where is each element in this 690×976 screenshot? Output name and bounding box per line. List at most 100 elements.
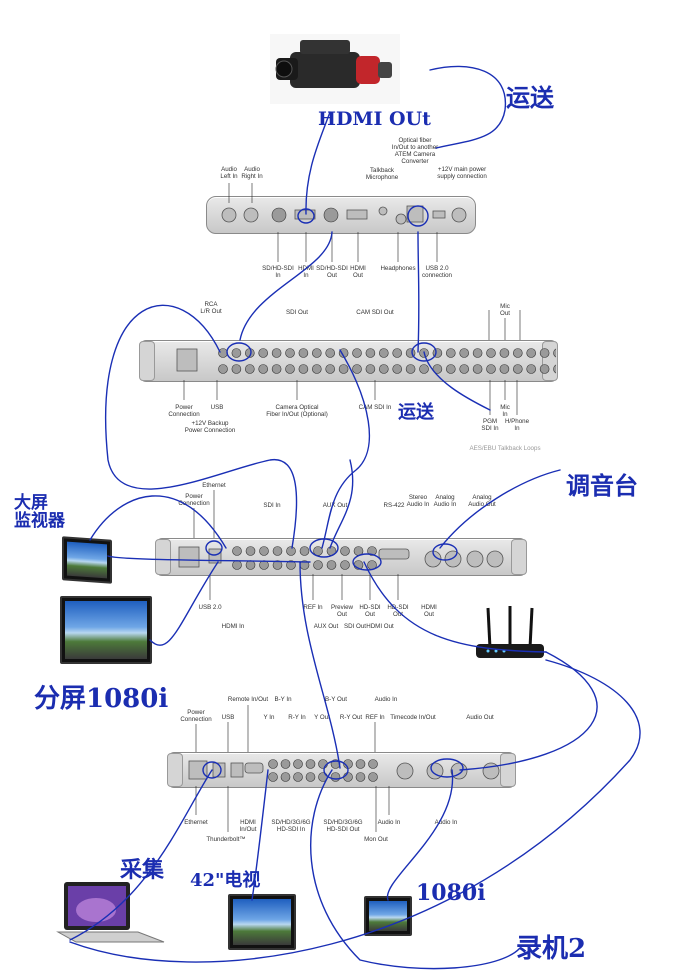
label-rc-audio-in-top: Audio In [374,696,398,703]
hand-big-monitor: 大屏 监视器 [14,493,65,531]
bnc-connector [280,772,291,782]
hd-1080i-monitor [364,896,412,936]
bnc-connector [459,364,470,374]
bnc-connector [286,560,296,570]
bnc-connector [231,348,242,358]
bnc-connector [258,364,268,374]
bnc-connector [326,546,337,556]
bnc-connector [272,546,283,556]
label-mon-out: Mon Out [364,836,388,843]
label-rc-sdi-in: SD/HD/3G/6G HD-SDI In [271,819,311,833]
label-audio-left-in: Audio Left In [220,166,238,180]
bnc-connector [367,546,377,556]
label-rc-audio-in-mid: Audio In [377,819,401,826]
hand-recorder2: 录机2 [516,934,587,964]
hand-tv-42: 42"电视 [190,870,261,891]
bnc-connector [245,364,255,374]
bnc-connector [472,348,483,358]
bnc-connector [352,348,362,358]
bnc-connector [432,364,443,374]
bnc-connector [368,772,378,782]
bnc-connector [526,364,537,374]
bnc-connector [299,546,310,556]
bnc-connector [231,364,242,374]
label-cam-sdi-in: CAM SDI In [358,404,392,411]
label-hdmi-out: HDMI Out [350,265,366,279]
label-rs422: RS-422 [383,502,405,509]
bnc-connector [271,364,282,374]
hand-hdmi-out: HDMI OUt [318,108,431,130]
label-rc-ref-in: REF In [365,714,385,721]
label-stereo-audio: Stereo Audio In [406,494,430,508]
bnc-connector [298,364,309,374]
bnc-connector [268,759,278,769]
label-sdi-in: SD/HD-SDI In [262,265,294,279]
bnc-connector [259,546,269,556]
label-mic-out: Mic Out [500,303,510,317]
label-hdmi-out-b: HDMI Out [421,604,437,618]
bnc-connector [268,772,278,782]
label-sw-usb: USB 2.0 [198,604,222,611]
bnc-connector [259,560,269,570]
label-timecode: Timecode In/Out [390,714,436,721]
bnc-connector [499,364,510,374]
bnc-connector [355,772,366,782]
label-sc-usb: USB [210,404,224,411]
bnc-connector [472,364,483,374]
hand-capture: 采集 [120,857,165,883]
bnc-connector [340,560,350,570]
bnc-connector [312,348,322,358]
bnc-connector [245,560,256,570]
bnc-connector [343,772,353,782]
hand-mixer: 调音台 [566,471,638,500]
label-optical-fiber: Optical fiber In/Out to another ATEM Cam… [391,137,439,165]
bnc-connector [272,560,283,570]
bnc-connector [512,348,523,358]
label-sw-sdi-out: SDI Out [343,623,367,630]
label-sw-ethernet: Ethernet [202,482,226,489]
label-mic-in: Mic In [500,404,510,418]
bnc-connector [392,348,403,358]
bnc-connector [232,546,242,556]
bnc-connector [293,759,303,769]
label-hd-sdi-out2: HD-SDI Out [387,604,409,618]
label-sdi-out: SD/HD-SDI Out [316,265,348,279]
label-by-in: B-Y In [274,696,292,703]
label-thunderbolt: Thunderbolt™ [206,836,246,843]
bnc-connector [368,759,378,769]
bnc-connector [379,348,389,358]
bnc-connector [245,546,256,556]
bnc-connector [392,364,403,374]
bnc-connector [330,772,341,782]
label-rc-audio-out: Audio Out [466,714,494,721]
bnc-connector [280,759,291,769]
studio-converter-rack [139,340,558,382]
label-sw-hdmi-in: HDMI In [221,623,245,630]
label-camera-optical: Camera Optical Fiber In/Out (Optional) [266,404,328,418]
bnc-connector [245,348,255,358]
bnc-connector [486,364,496,374]
bnc-connector [365,364,376,374]
label-by-out: B-Y Out [325,696,347,703]
bnc-connector [312,364,322,374]
label-audio-right-in: Audio Right In [241,166,263,180]
bnc-connector [338,364,349,374]
label-y-in: Y In [263,714,275,721]
label-sw-aux-out: AUX Out [322,502,348,509]
bnc-connector [293,772,303,782]
bnc-connector [325,348,335,358]
bnc-connector [285,348,295,358]
camcorder-image [270,34,400,104]
bnc-connector [553,364,556,374]
label-usb-connection: USB 2.0 connection [422,265,452,279]
label-preview-out: Preview Out [330,604,354,618]
bnc-connector [340,546,350,556]
laptop-image [56,880,166,946]
label-sw-power: Power Connection [178,493,210,507]
bnc-connector [419,364,429,374]
bnc-connector [459,348,470,358]
label-ry-in: R-Y In [288,714,306,721]
label-aes-talkback: AES/EBU Talkback Loops [469,445,541,452]
tv-42-monitor [228,894,296,950]
bnc-connector [445,364,456,374]
